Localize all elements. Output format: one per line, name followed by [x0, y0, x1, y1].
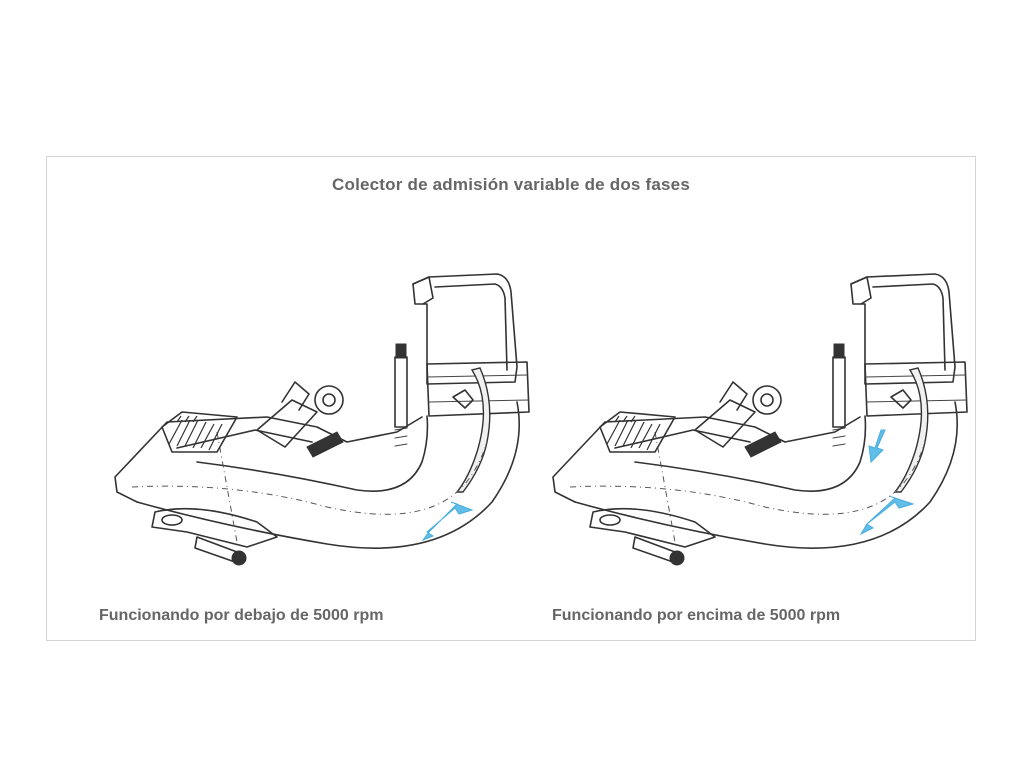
divider-vane: [455, 367, 491, 493]
fuel-injector: [256, 381, 344, 458]
airflow-arrow-lower: [859, 495, 915, 536]
figure-title: Colector de admisión variable de dos fas…: [332, 175, 690, 194]
airflow-arrow-upper: [868, 429, 886, 464]
caption-high-rpm: Funcionando por encima de 5000 rpm: [552, 607, 841, 624]
manifold-diagram-high-rpm: [515, 252, 968, 572]
valve-screw: [890, 389, 912, 409]
long-runner-outer: [136, 401, 520, 549]
manifold-diagram-low-rpm: [77, 252, 530, 572]
fuel-injector: [694, 381, 782, 458]
long-runner-outer: [574, 401, 958, 549]
figure-frame: Colector de admisión variable de dos fas…: [46, 156, 976, 641]
long-runner-inner: [634, 415, 867, 492]
stud-bolt: [394, 343, 408, 447]
plenum-chamber: [412, 273, 518, 385]
bottom-bolt: [194, 536, 247, 566]
mounting-flange: [864, 361, 968, 417]
mounting-flange: [426, 361, 530, 417]
stud-bolt: [832, 343, 846, 447]
cylinder-head-flange: [151, 507, 278, 548]
plenum-chamber: [850, 273, 956, 385]
intake-manifold-drawing: [114, 273, 530, 566]
caption-low-rpm: Funcionando por debajo de 5000 rpm: [99, 607, 384, 624]
long-runner-inner: [196, 415, 429, 492]
hatched-section: [599, 411, 676, 453]
bottom-bolt: [632, 536, 685, 566]
intake-manifold-drawing: [552, 273, 968, 566]
hatched-section: [161, 411, 238, 453]
cylinder-head-flange: [589, 507, 716, 548]
valve-screw: [452, 389, 474, 409]
divider-vane: [893, 367, 929, 493]
airflow-arrow: [421, 501, 474, 542]
